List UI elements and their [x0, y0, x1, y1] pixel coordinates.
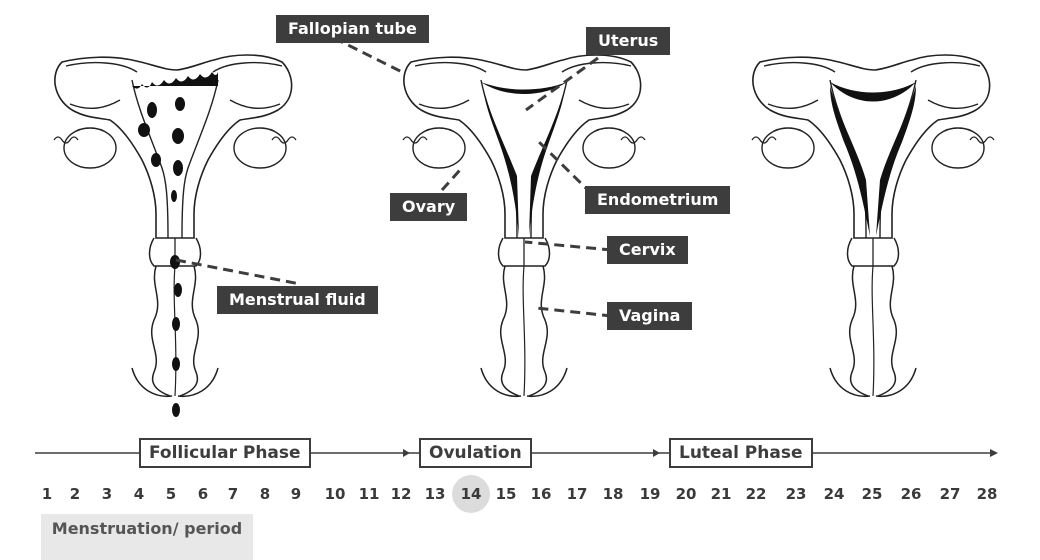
- phase-follicular: Follicular Phase: [139, 438, 311, 468]
- phase-ovulation: Ovulation: [419, 438, 532, 468]
- label-endometrium: Endometrium: [585, 186, 730, 214]
- day-number: 10: [318, 483, 352, 505]
- day-number: 8: [248, 483, 282, 505]
- menstruation-period-label: Menstruation/ period: [41, 514, 253, 560]
- label-menstrual-fluid: Menstrual fluid: [217, 286, 378, 314]
- uterus-luteal: [752, 55, 994, 396]
- day-number: 7: [216, 483, 250, 505]
- day-number: 22: [739, 483, 773, 505]
- day-number: 5: [154, 483, 188, 505]
- day-number: 19: [633, 483, 667, 505]
- day-number: 13: [418, 483, 452, 505]
- day-number: 26: [894, 483, 928, 505]
- label-cervix: Cervix: [607, 236, 688, 264]
- label-fallopian-tube: Fallopian tube: [276, 15, 429, 43]
- day-number: 28: [970, 483, 1004, 505]
- day-number: 11: [352, 483, 386, 505]
- phase-luteal: Luteal Phase: [669, 438, 813, 468]
- day-number: 27: [933, 483, 967, 505]
- label-uterus: Uterus: [586, 27, 670, 55]
- day-number: 21: [704, 483, 738, 505]
- day-number: 24: [817, 483, 851, 505]
- day-number: 15: [489, 483, 523, 505]
- day-number: 3: [90, 483, 124, 505]
- day-number: 18: [596, 483, 630, 505]
- day-number: 14: [454, 483, 488, 505]
- day-number: 17: [560, 483, 594, 505]
- day-number: 23: [779, 483, 813, 505]
- leader-lines: [176, 38, 612, 316]
- day-number: 2: [58, 483, 92, 505]
- day-number: 6: [186, 483, 220, 505]
- day-number: 4: [122, 483, 156, 505]
- label-ovary: Ovary: [390, 193, 467, 221]
- label-vagina: Vagina: [607, 302, 692, 330]
- day-number: 9: [279, 483, 313, 505]
- day-number: 20: [669, 483, 703, 505]
- uterus-ovulation: [403, 55, 645, 396]
- day-number: 25: [855, 483, 889, 505]
- day-number: 16: [524, 483, 558, 505]
- day-number: 12: [384, 483, 418, 505]
- uterus-menstruation: [54, 55, 296, 417]
